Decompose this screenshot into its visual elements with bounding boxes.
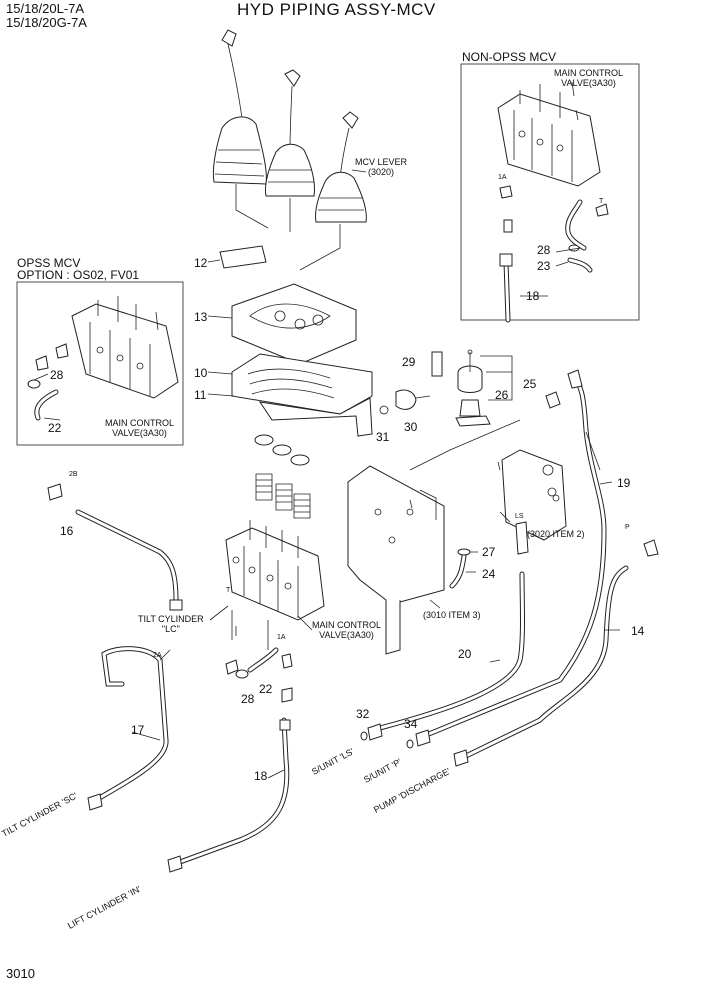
bolt-30 — [395, 389, 417, 410]
callout-10: 10 — [194, 366, 208, 380]
cover-plate-13 — [231, 283, 357, 365]
port-1a: 1A — [277, 634, 286, 641]
non-opss-title: NON-OPSS MCV — [462, 50, 557, 64]
mcv-lever-2 — [265, 69, 315, 197]
opss-option: OPTION : OS02, FV01 — [17, 268, 140, 282]
model-line-2: 15/18/20G-7A — [6, 15, 87, 30]
port-2a: 2A — [153, 652, 162, 659]
callout-22: 22 — [259, 682, 273, 696]
callout-30: 30 — [404, 420, 418, 434]
non-opss-port-t: T — [599, 198, 604, 205]
item-3010-3-label: (3010 ITEM 3) — [423, 610, 481, 620]
callout-20: 20 — [458, 647, 472, 661]
callout-31: 31 — [376, 430, 390, 444]
callout-17: 17 — [131, 723, 145, 737]
boot-12 — [219, 245, 267, 269]
callout-28-opss: 28 — [50, 368, 64, 382]
callout-11: 11 — [194, 388, 207, 402]
callout-13: 13 — [194, 310, 208, 324]
mcv-lever-3 — [315, 111, 367, 223]
mcv-lever-label: MCV LEVER (3020) — [355, 157, 408, 177]
bracket-11 — [258, 397, 373, 437]
valve-block-3020-2 — [501, 449, 567, 541]
washer-31 — [379, 405, 389, 415]
callout-18: 18 — [254, 769, 268, 783]
callout-22-opss: 22 — [48, 421, 62, 435]
plate-10 — [231, 353, 373, 415]
callout-34: 34 — [404, 717, 418, 731]
oring-34 — [406, 739, 414, 749]
mcv-lever-1 — [212, 29, 267, 185]
opss-box-frame — [16, 281, 184, 446]
spool-seals — [254, 434, 311, 519]
clamp-28 — [235, 669, 249, 679]
callout-26: 26 — [495, 388, 509, 402]
callout-28: 28 — [241, 692, 255, 706]
callout-12: 12 — [194, 256, 208, 270]
non-opss-port-1a: 1A — [498, 174, 507, 181]
hose-18 — [177, 717, 290, 865]
oring-32 — [360, 731, 368, 741]
opss-valve-label: MAIN CONTROL VALVE(3A30) — [105, 418, 175, 438]
tilt-cylinder-lc-label: TILT CYLINDER "LC" — [138, 614, 204, 634]
callout-14: 14 — [631, 624, 645, 638]
port-2b: 2B — [69, 471, 78, 478]
fitting-29 — [431, 351, 443, 377]
hose-19 — [421, 377, 607, 739]
callout-25: 25 — [523, 377, 537, 391]
callout-23: 23 — [537, 259, 551, 273]
hose-16 — [75, 509, 179, 603]
callout-16: 16 — [60, 524, 74, 538]
opss-mcv-drawing — [27, 296, 179, 421]
non-opss-box-frame — [460, 63, 640, 321]
solenoid-26 — [455, 349, 491, 427]
port-t: T — [226, 587, 231, 594]
callout-27: 27 — [482, 545, 496, 559]
callout-28-non-opss: 28 — [537, 243, 551, 257]
callout-18-non-opss: 18 — [526, 289, 540, 303]
non-opss-valve-label: MAIN CONTROL VALVE(3A30) — [554, 68, 624, 88]
callout-32: 32 — [356, 707, 370, 721]
page-number: 3010 — [6, 966, 35, 981]
opss-title: OPSS MCV — [17, 256, 81, 270]
clamp-27 — [457, 548, 471, 556]
page-title: HYD PIPING ASSY-MCV — [237, 0, 436, 19]
callout-19: 19 — [617, 476, 631, 490]
callout-24: 24 — [482, 567, 496, 581]
item-3020-2-label: (3020 ITEM 2) — [527, 529, 585, 539]
main-control-valve-label: MAIN CONTROL VALVE(3A30) — [312, 620, 382, 640]
model-line-1: 15/18/20L-7A — [6, 1, 85, 16]
port-ls: LS — [515, 513, 524, 520]
bracket-plate-3010-3 — [347, 465, 445, 655]
main-control-valve — [225, 520, 325, 621]
callout-29: 29 — [402, 355, 416, 369]
port-p: P — [625, 524, 630, 531]
non-opss-mcv-drawing — [497, 81, 609, 323]
